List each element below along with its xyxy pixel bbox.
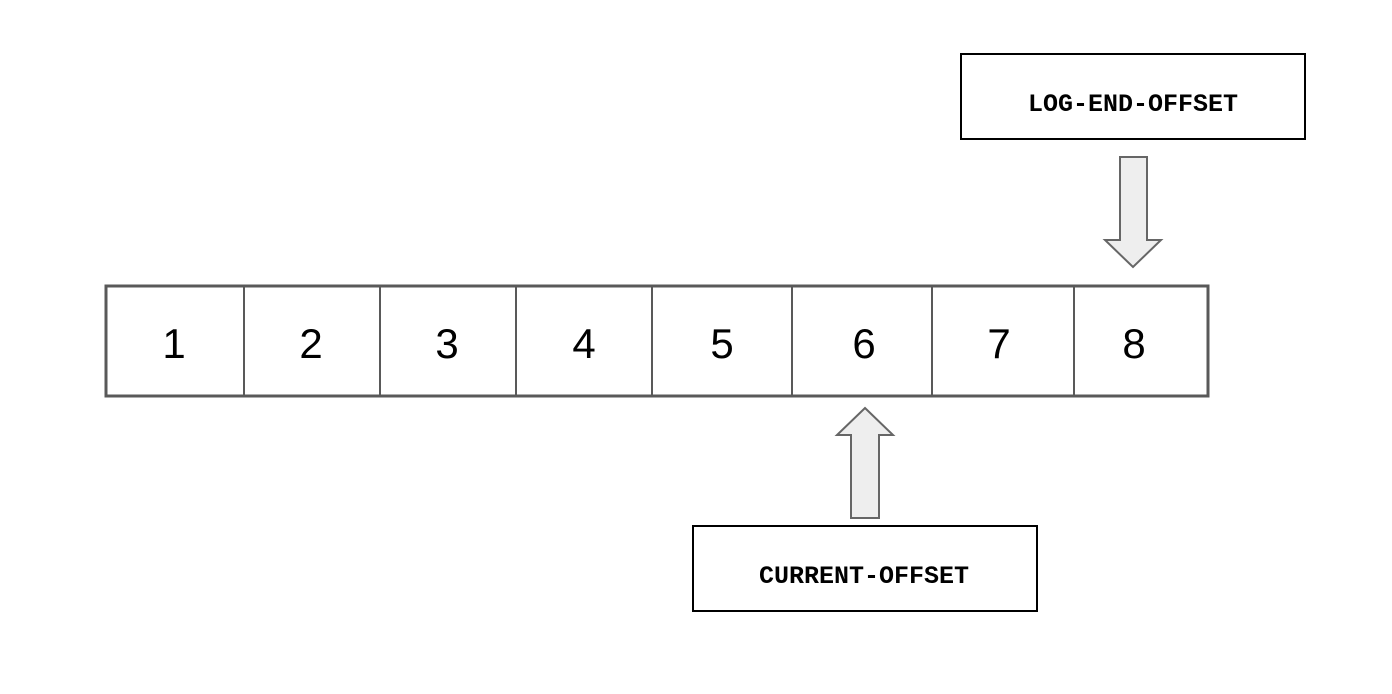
current-offset-label: CURRENT-OFFSET xyxy=(759,562,969,591)
current-offset-group: CURRENT-OFFSET xyxy=(692,406,1038,612)
log-end-offset-group: LOG-END-OFFSET xyxy=(960,53,1306,269)
offset-cell-4: 4 xyxy=(572,320,595,367)
log-end-offset-box xyxy=(960,53,1306,140)
offset-cell-8: 8 xyxy=(1122,320,1145,367)
offset-cell-3: 3 xyxy=(435,320,458,367)
down-arrow-icon xyxy=(1102,156,1164,269)
offset-cell-5: 5 xyxy=(710,320,733,367)
offset-log-strip: 1 2 3 4 5 6 7 8 xyxy=(104,284,1210,398)
offset-cell-7: 7 xyxy=(987,320,1010,367)
offset-cell-2: 2 xyxy=(299,320,322,367)
offset-cell-1: 1 xyxy=(162,320,185,367)
log-strip-outline xyxy=(104,284,1210,398)
current-offset-box xyxy=(692,525,1038,612)
log-end-offset-label: LOG-END-OFFSET xyxy=(1028,90,1238,119)
up-arrow-icon xyxy=(834,406,896,519)
offset-cell-6: 6 xyxy=(852,320,875,367)
